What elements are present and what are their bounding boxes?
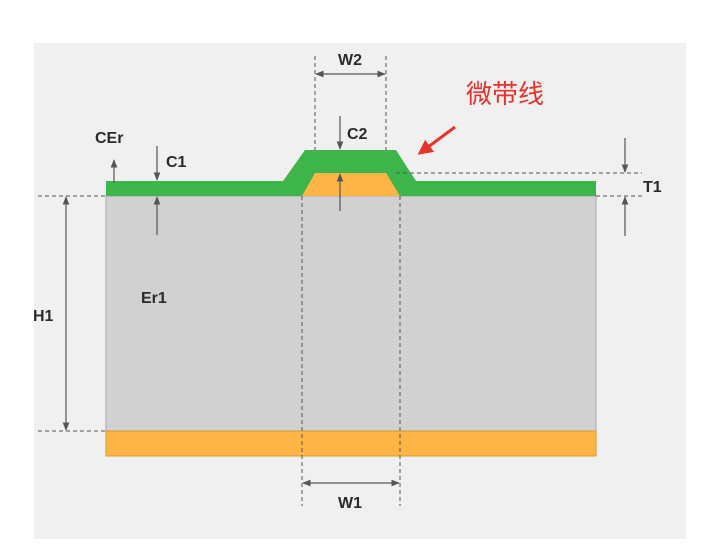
c2-label: C2	[347, 126, 368, 143]
t1-label: T1	[643, 179, 662, 196]
h1-label: H1	[33, 308, 54, 325]
cer-label: CEr	[95, 130, 123, 147]
microstrip-trace	[302, 173, 400, 196]
er1-label: Er1	[141, 290, 167, 307]
c1-label: C1	[166, 154, 187, 171]
callout-label: 微带线	[466, 80, 544, 110]
w2-label: W2	[338, 52, 362, 69]
w1-label: W1	[338, 495, 362, 512]
callout-arrow	[417, 125, 456, 155]
dielectric-substrate	[105, 195, 597, 432]
reference-plane-copper	[105, 430, 597, 457]
